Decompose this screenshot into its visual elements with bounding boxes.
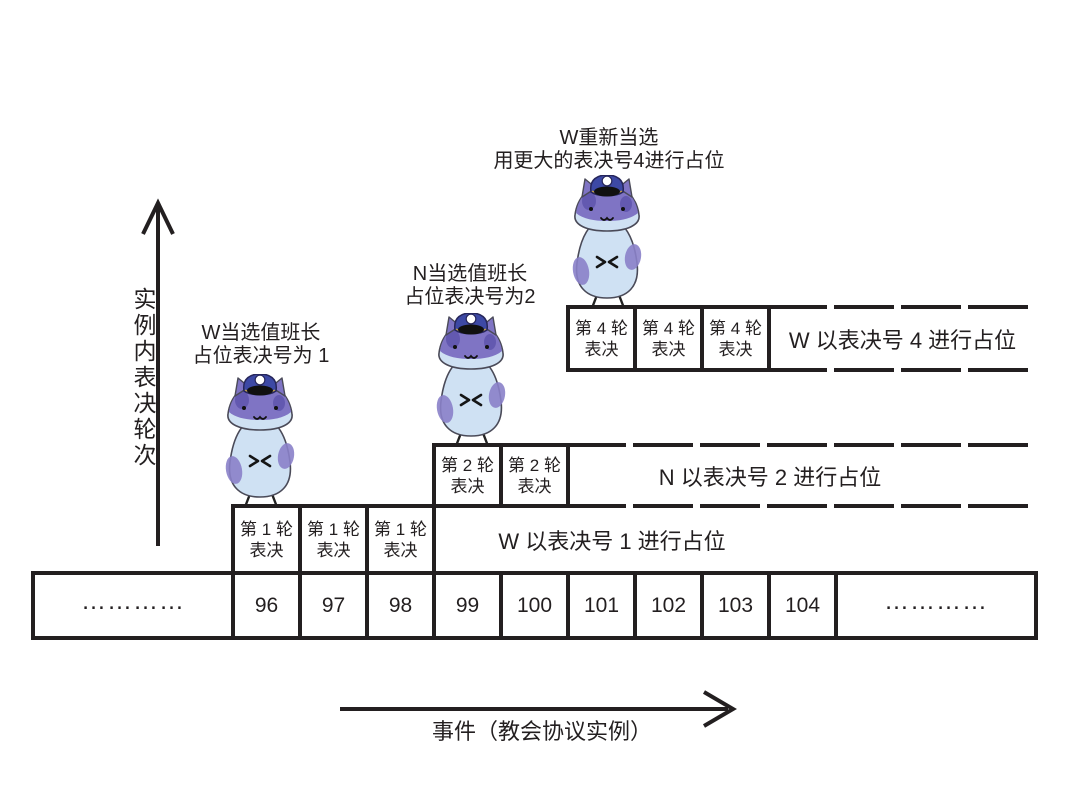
hamster-officer-n2-icon xyxy=(431,313,511,447)
timeline-cell-96: 96 xyxy=(231,571,302,640)
round4-cell-3: 第 4 轮 表决 xyxy=(700,305,771,372)
x-axis-arrow xyxy=(340,690,737,728)
timeline-cell-ellipsis-right: ………… xyxy=(834,571,1038,640)
annotation-n-round2-line1: N当选值班长 xyxy=(412,263,528,285)
y-axis-arrow xyxy=(141,198,175,546)
round1-cell-1-line2: 表决 xyxy=(249,540,284,560)
hamster-officer-w1-icon xyxy=(220,374,300,508)
timeline-cell-102: 102 xyxy=(633,571,704,640)
round4-cell-1: 第 4 轮 表决 xyxy=(566,305,637,372)
round4-cell-2-line1: 第 4 轮 xyxy=(642,318,695,338)
round4-occupy-label: W 以表决号 4 进行占位 xyxy=(788,327,1017,353)
round2-occupy-label: N 以表决号 2 进行占位 xyxy=(658,464,882,490)
timeline-cell-104: 104 xyxy=(767,571,838,640)
round4-cell-2-line2: 表决 xyxy=(651,339,686,359)
annotation-w-round4-line1: W重新当选 xyxy=(559,127,659,149)
timeline-cell-99: 99 xyxy=(432,571,503,640)
round1-occupy-label: W 以表决号 1 进行占位 xyxy=(498,528,726,554)
y-axis-label: 实例内表决轮次 xyxy=(130,287,156,469)
round2-occupy-zone: N 以表决号 2 进行占位 xyxy=(570,447,1034,504)
x-axis-label: 事件（教会协议实例） xyxy=(431,719,653,744)
timeline-cell-97: 97 xyxy=(298,571,369,640)
timeline-cell-101: 101 xyxy=(566,571,637,640)
timeline-cell-ellipsis-left: ………… xyxy=(31,571,235,640)
annotation-n-round2-line2: 占位表决号为2 xyxy=(404,286,536,308)
round4-zone-bottom-dashed-line xyxy=(767,368,1034,372)
round4-cell-1-line2: 表决 xyxy=(584,339,619,359)
round1-cell-3-line1: 第 1 轮 xyxy=(374,519,427,539)
round1-cell-2-line1: 第 1 轮 xyxy=(307,519,360,539)
round2-cell-1-line2: 表决 xyxy=(450,476,485,496)
round2-cell-2-line2: 表决 xyxy=(517,476,552,496)
timeline-cell-98: 98 xyxy=(365,571,436,640)
round1-cell-2-line2: 表决 xyxy=(316,540,351,560)
timeline-cell-103: 103 xyxy=(700,571,771,640)
annotation-w-round1-line1: W当选值班长 xyxy=(201,322,321,344)
round2-zone-top-dashed-line xyxy=(566,443,1034,447)
round1-occupy-zone: W 以表决号 1 进行占位 xyxy=(436,508,1034,571)
round1-cell-2: 第 1 轮 表决 xyxy=(298,504,369,575)
round1-cell-3-line2: 表决 xyxy=(383,540,418,560)
round2-cell-2-line1: 第 2 轮 xyxy=(508,455,561,475)
round4-cell-1-line1: 第 4 轮 xyxy=(575,318,628,338)
round4-cell-2: 第 4 轮 表决 xyxy=(633,305,704,372)
timeline-cell-100: 100 xyxy=(499,571,570,640)
annotation-w-round4-line2: 用更大的表决号4进行占位 xyxy=(493,150,725,172)
round4-zone-top-dashed-line xyxy=(767,305,1034,309)
hamster-officer-w4-icon xyxy=(567,175,647,309)
annotation-n-round2: N当选值班长 占位表决号为2 xyxy=(404,263,535,309)
round1-cell-1-line1: 第 1 轮 xyxy=(240,519,293,539)
annotation-w-round1: W当选值班长 占位表决号为 1 xyxy=(193,322,330,368)
annotation-w-round4: W重新当选 用更大的表决号4进行占位 xyxy=(493,127,724,173)
round4-occupy-zone: W 以表决号 4 进行占位 xyxy=(771,309,1034,368)
round4-cell-3-line1: 第 4 轮 xyxy=(709,318,762,338)
round1-cell-1: 第 1 轮 表决 xyxy=(231,504,302,575)
round2-cell-1-line1: 第 2 轮 xyxy=(441,455,494,475)
round4-cell-3-line2: 表决 xyxy=(718,339,753,359)
round2-cell-1: 第 2 轮 表决 xyxy=(432,443,503,508)
annotation-w-round1-line2: 占位表决号为 1 xyxy=(192,345,330,367)
round2-zone-bottom-dashed-line xyxy=(566,504,1034,508)
round1-cell-3: 第 1 轮 表决 xyxy=(365,504,436,575)
round2-cell-2: 第 2 轮 表决 xyxy=(499,443,570,508)
